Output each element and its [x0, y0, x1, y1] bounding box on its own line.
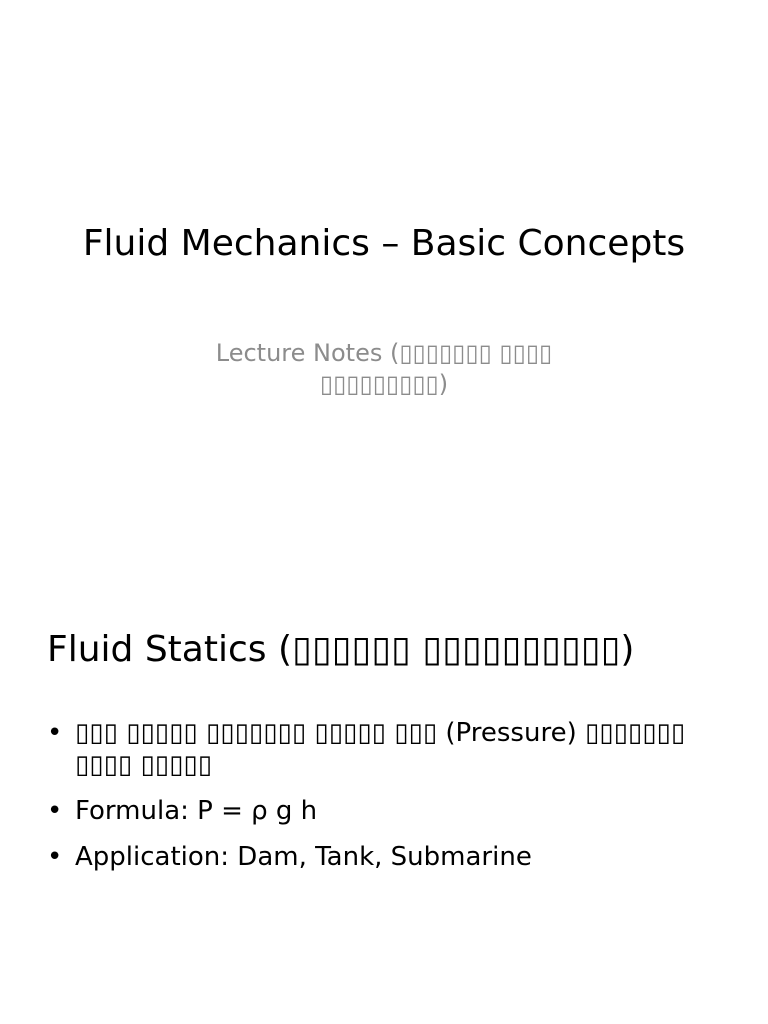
bullet-marker: • [47, 718, 63, 748]
bullet-text: Application: Dam, Tank, Submarine [75, 842, 532, 872]
bullet-text: Formula: P = ρ g h [75, 796, 318, 826]
bullet-list: • ▯▯▯ ▯▯▯▯▯ ▯▯▯▯▯▯▯ ▯▯▯▯▯ ▯▯▯ (Pressure)… [47, 717, 738, 887]
bullet-marker: • [47, 796, 63, 826]
bullet-item: • Application: Dam, Tank, Submarine [47, 841, 738, 873]
bullet-item: • Formula: P = ρ g h [47, 795, 738, 827]
bullet-text: ▯▯▯ ▯▯▯▯▯ ▯▯▯▯▯▯▯ ▯▯▯▯▯ ▯▯▯ (Pressure) ▯… [75, 718, 686, 780]
bullet-item: • ▯▯▯ ▯▯▯▯▯ ▯▯▯▯▯▯▯ ▯▯▯▯▯ ▯▯▯ (Pressure)… [47, 717, 738, 781]
slide-subtitle: Lecture Notes (▯▯▯▯▯▯▯ ▯▯▯▯ ▯▯▯▯▯▯▯▯▯) [215, 339, 553, 398]
bullet-marker: • [47, 842, 63, 872]
slide-title: Fluid Mechanics – Basic Concepts Lecture… [82, 223, 686, 398]
slide-content-heading: Fluid Statics (▯▯▯▯▯▯ ▯▯▯▯▯▯▯▯▯▯) [47, 629, 635, 670]
slide-fluid-statics: Fluid Statics (▯▯▯▯▯▯ ▯▯▯▯▯▯▯▯▯▯) • ▯▯▯ … [0, 512, 768, 1024]
slide-title-heading: Fluid Mechanics – Basic Concepts [82, 223, 686, 264]
